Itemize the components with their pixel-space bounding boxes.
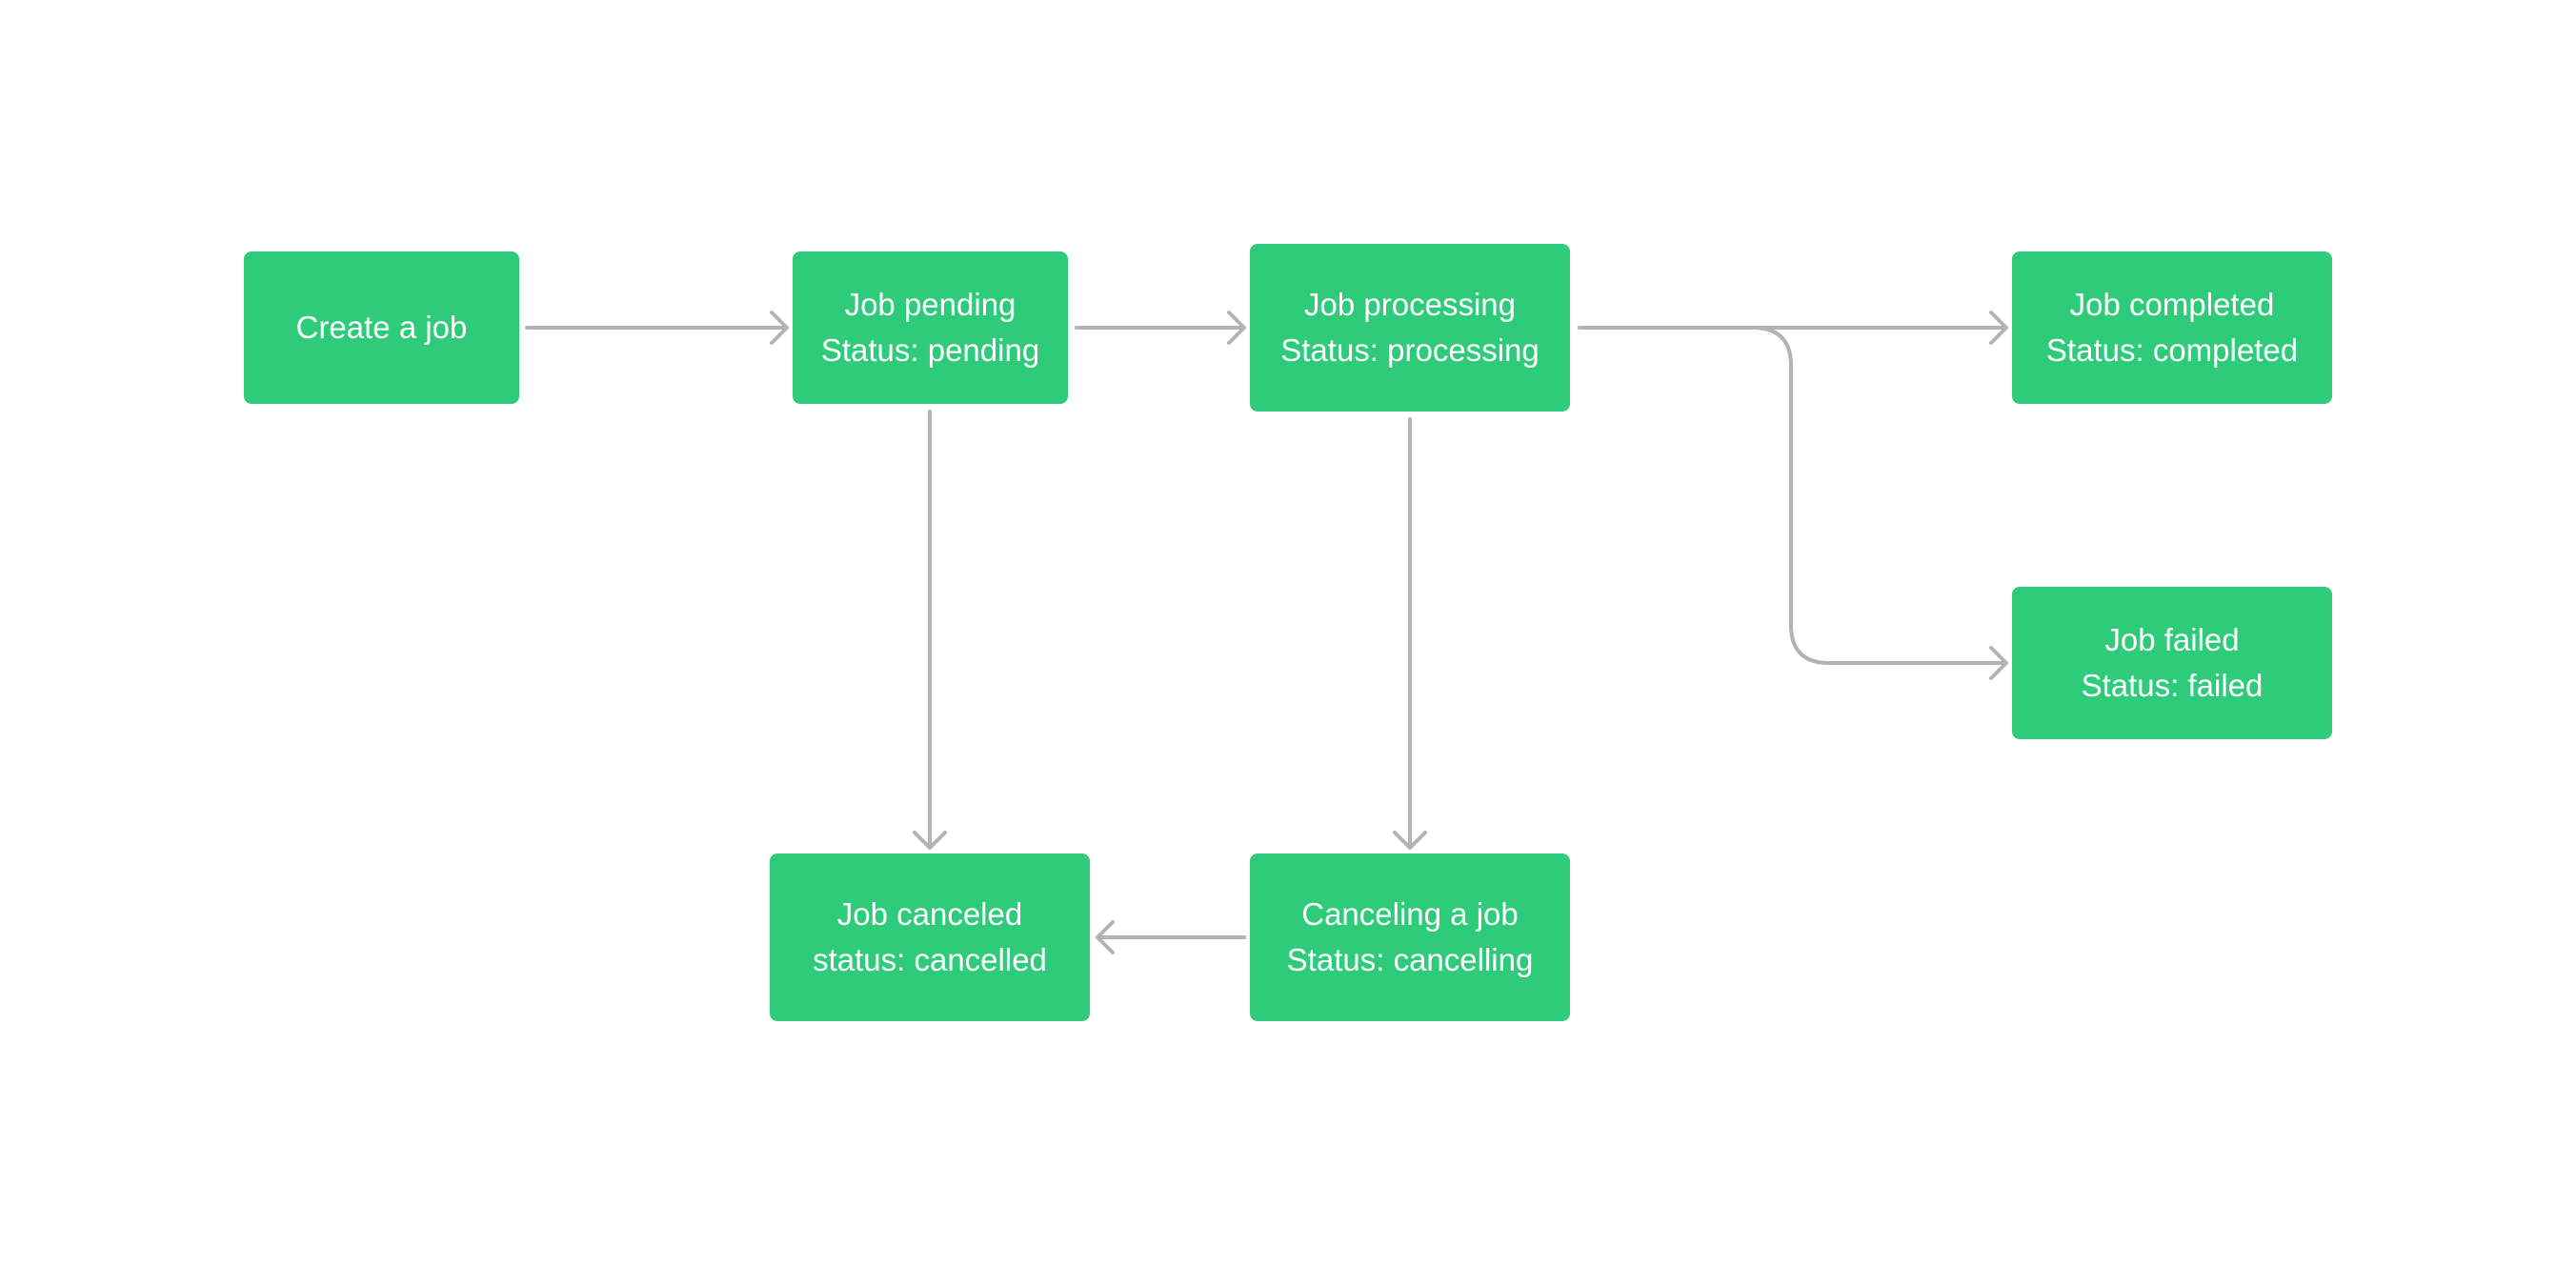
node-job-canceled[interactable]: Job canceled status: cancelled	[770, 853, 1090, 1021]
node-job-completed[interactable]: Job completed Status: completed	[2012, 251, 2332, 404]
edge-processing-to-canceling	[1393, 417, 1427, 850]
edge-create-to-pending	[525, 311, 789, 345]
node-create-job-label: Create a job	[295, 310, 468, 345]
edge-pending-to-processing	[1075, 311, 1246, 345]
node-job-processing-status: Status: processing	[1280, 332, 1540, 368]
node-job-pending[interactable]: Job pending Status: pending	[793, 251, 1068, 404]
edge-processing-to-completed	[1578, 311, 2008, 345]
node-job-pending-title: Job pending	[844, 287, 1016, 322]
node-canceling-job-title: Canceling a job	[1301, 896, 1519, 932]
node-job-completed-status: Status: completed	[2045, 332, 2299, 368]
node-job-pending-status: Status: pending	[820, 332, 1040, 368]
node-job-failed-title: Job failed	[2104, 622, 2240, 657]
node-canceling-job-status: Status: cancelling	[1286, 942, 1534, 977]
node-job-completed-title: Job completed	[2069, 287, 2275, 322]
node-job-failed[interactable]: Job failed Status: failed	[2012, 587, 2332, 739]
edge-processing-to-failed	[1751, 326, 2008, 680]
edge-canceling-to-canceled	[1096, 920, 1246, 954]
node-canceling-job[interactable]: Canceling a job Status: cancelling	[1250, 853, 1570, 1021]
node-create-job[interactable]: Create a job	[244, 251, 519, 404]
node-job-canceled-title: Job canceled	[836, 896, 1023, 932]
node-job-processing-title: Job processing	[1304, 287, 1516, 322]
node-job-canceled-status: status: cancelled	[813, 942, 1047, 977]
node-job-processing[interactable]: Job processing Status: processing	[1250, 244, 1570, 412]
edge-pending-to-canceled	[913, 410, 947, 850]
node-job-failed-status: Status: failed	[2081, 668, 2264, 703]
